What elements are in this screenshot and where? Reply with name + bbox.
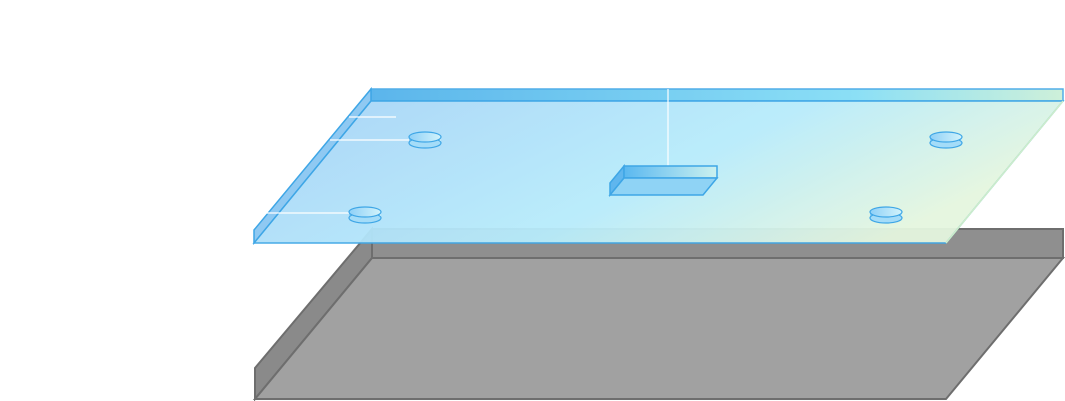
dot-bottom-left (348, 206, 382, 224)
center-tab-front-face (608, 177, 719, 196)
center-tab (608, 163, 719, 198)
glass-cover-right-edge (945, 100, 1064, 244)
leader-lines (266, 89, 669, 214)
dot-top-right (929, 131, 963, 149)
base-plate (252, 226, 1065, 401)
glass-cover-back-edge (370, 88, 1064, 102)
center-tab-top-face (623, 165, 718, 179)
dot-bottom-right (869, 206, 903, 224)
dot-top-left (408, 131, 442, 149)
base-plate-top-face (252, 257, 1065, 400)
